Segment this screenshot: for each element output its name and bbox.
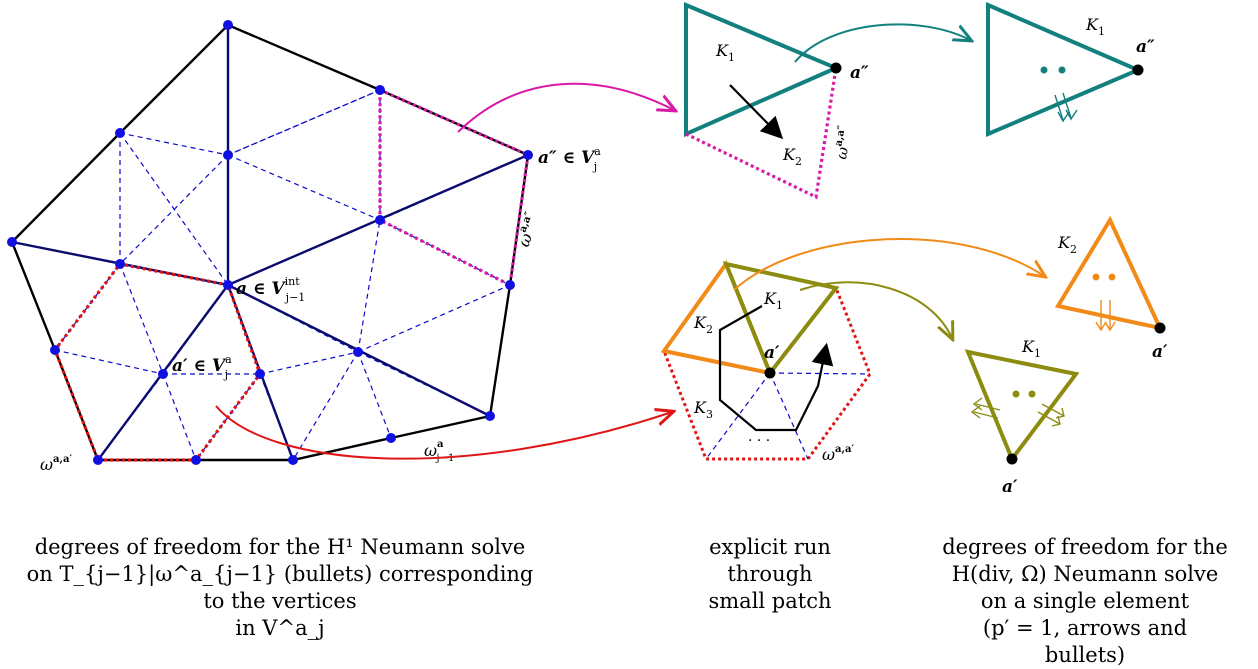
caption-middle: explicit run through small patch — [708, 535, 832, 613]
label-K1-olive: K1 — [1021, 337, 1041, 360]
caption-left: degrees of freedom for the H¹ Neumann so… — [26, 535, 534, 640]
label-omega-a-aprime: ωa,a′ — [40, 454, 72, 474]
label-K1-teal: K1 — [1085, 15, 1105, 38]
label-omega-a-adprime: ωa,a″ — [513, 210, 544, 249]
label-K1-top: K1 — [715, 41, 735, 64]
label-K3-hex: K3 — [693, 398, 713, 421]
refined-edges — [11, 89, 529, 461]
teal-element: K1 a″ — [986, 1, 1155, 138]
label-K1-hex: K1 — [763, 289, 783, 312]
label-a-prime-orange: a′ — [1152, 342, 1168, 362]
patch-omega-a-adprime — [378, 88, 530, 288]
olive-element: K1 a′ — [964, 337, 1080, 497]
label-a-prime-olive: a′ — [1002, 477, 1018, 497]
label-dots-hex: · · · — [748, 433, 770, 449]
label-K2-orange: K2 — [1057, 233, 1077, 256]
arrow-to-hex-patch — [215, 405, 672, 460]
label-a-prime-hex: a′ — [764, 343, 780, 363]
top-two-element-patch: K1 K2 a″ ωa,a″ — [684, 1, 869, 200]
arrow-to-top-patch — [457, 82, 674, 133]
orange-element: K2 a′ — [1054, 215, 1168, 362]
arrow-to-olive-element — [799, 281, 952, 338]
arrow-to-teal-element — [794, 23, 970, 63]
label-omega-hex: ωa,a′ — [822, 444, 854, 464]
label-a-dprime-teal: a″ — [1136, 37, 1155, 57]
arrow-to-orange-element — [733, 238, 1044, 291]
mesh-vertices — [7, 20, 533, 465]
coarse-interior-edges — [11, 25, 529, 461]
label-K2-hex: K2 — [693, 313, 713, 336]
label-a-dprime-top: a″ — [850, 63, 869, 83]
caption-right: degrees of freedom for the H(div, Ω) Neu… — [942, 535, 1228, 667]
label-omega-top: ωa,a″ — [831, 124, 856, 160]
label-K2-top: K2 — [782, 145, 802, 168]
hexagon-patch: K1 K2 K3 a′ · · · ωa,a′ — [660, 259, 872, 464]
